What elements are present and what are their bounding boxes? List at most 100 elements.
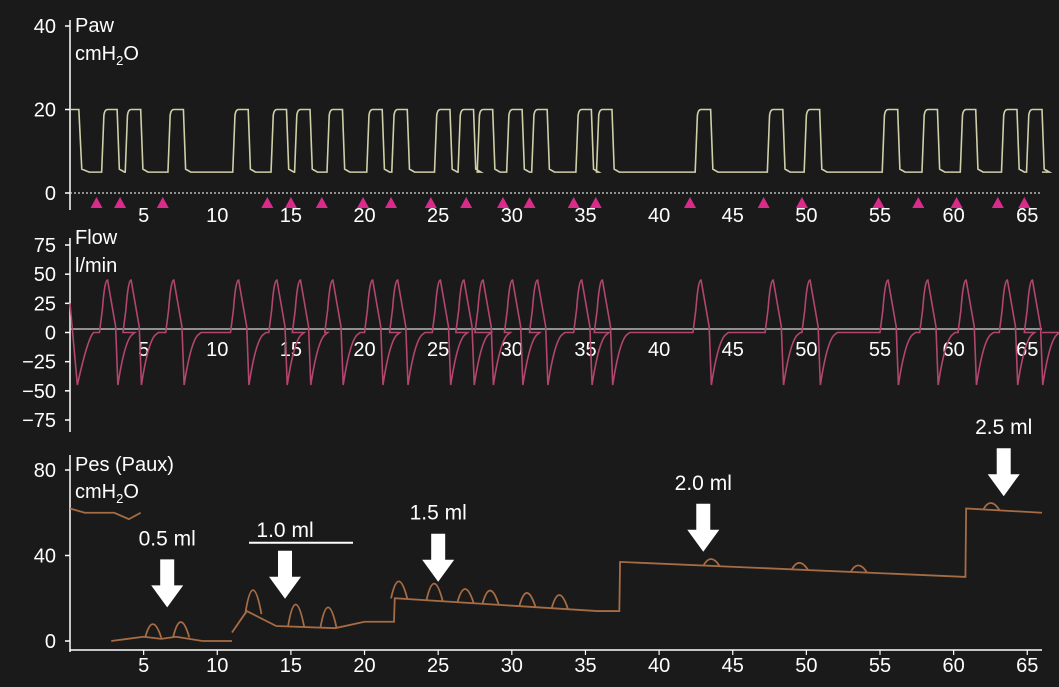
flow-x-tick-label: 25	[427, 339, 449, 361]
flow-y-tick-label: 25	[34, 293, 56, 315]
pes-oscillation	[481, 589, 500, 605]
pes-oscillation	[319, 606, 338, 629]
paw-y-tick-label: 20	[34, 100, 56, 122]
flow-label: Flow	[75, 227, 118, 249]
volume-label: 0.5 ml	[139, 527, 196, 550]
flow-y-tick-label: −75	[22, 410, 56, 432]
pes-unit-tail: O	[123, 481, 139, 503]
pes-trace	[69, 502, 1043, 642]
flow-x-tick-label: 45	[722, 339, 744, 361]
flow-y-tick-label: 75	[34, 235, 56, 257]
pes-oscillation	[790, 561, 809, 571]
trigger-marker	[156, 197, 169, 208]
pes-oscillation	[550, 594, 569, 609]
paw-label: Paw	[75, 15, 114, 37]
paw-x-tick-label: 60	[943, 205, 965, 227]
pes-oscillation	[287, 603, 306, 627]
paw-x-tick-label: 30	[501, 205, 523, 227]
trigger-marker	[684, 197, 697, 208]
flow-x-tick-label: 60	[943, 339, 965, 361]
paw-x-tick-label: 50	[795, 205, 817, 227]
paw-x-tick-label: 15	[280, 205, 302, 227]
trigger-marker	[385, 197, 398, 208]
volume-label: 2.0 ml	[675, 472, 732, 495]
down-arrow-icon	[422, 533, 455, 582]
pes-oscillation	[244, 589, 263, 615]
trigger-marker	[460, 197, 473, 208]
flow-x-tick-label: 55	[869, 339, 891, 361]
paw-x-tick-label: 55	[869, 205, 891, 227]
trigger-marker	[261, 197, 274, 208]
pes-y-tick-label: 0	[45, 631, 56, 653]
flow-x-tick-label: 30	[501, 339, 523, 361]
pes-x-tick-label: 50	[795, 655, 817, 677]
pes-x-tick-label: 20	[353, 655, 375, 677]
paw-x-tick-label: 5	[138, 205, 149, 227]
flow-y-tick-label: 0	[45, 323, 56, 345]
pes-oscillation	[456, 588, 475, 603]
trigger-marker	[284, 197, 297, 208]
flow-y-tick-label: −25	[22, 352, 56, 374]
pes-oscillation	[982, 502, 1001, 511]
trigger-marker	[757, 197, 770, 208]
pes-x-tick-label: 15	[280, 655, 302, 677]
pes-x-tick-label: 10	[206, 655, 228, 677]
pes-x-tick-label: 30	[501, 655, 523, 677]
trigger-marker	[1018, 197, 1031, 208]
flow-x-tick-label: 10	[206, 339, 228, 361]
trigger-marker	[357, 197, 370, 208]
trigger-marker	[950, 197, 963, 208]
volume-label: 1.5 ml	[410, 502, 467, 525]
pes-x-tick-label: 55	[869, 655, 891, 677]
trigger-marker	[991, 197, 1004, 208]
pes-label: Pes (Paux)	[75, 454, 174, 476]
flow-x-tick-label: 50	[795, 339, 817, 361]
pes-oscillation	[425, 582, 444, 601]
trigger-marker	[114, 197, 127, 208]
pes-segment	[111, 635, 232, 642]
flow-trace	[69, 279, 1059, 386]
pes-unit-main: cmH	[75, 481, 116, 503]
pes-x-tick-label: 45	[722, 655, 744, 677]
paw-unit-tail: O	[123, 43, 139, 65]
pes-x-tick-label: 5	[138, 655, 149, 677]
trigger-marker	[795, 197, 808, 208]
down-arrow-icon	[687, 503, 720, 552]
pes-x-tick-label: 35	[574, 655, 596, 677]
pes-y-axis: 80 40 0	[34, 455, 71, 653]
paw-x-tick-label: 65	[1016, 205, 1038, 227]
flow-x-tick-label: 35	[574, 339, 596, 361]
pes-oscillation	[390, 580, 409, 599]
paw-y-tick-label: 40	[34, 16, 56, 38]
pes-segment	[69, 507, 142, 521]
flow-x-tick-label: 5	[138, 339, 149, 361]
pes-oscillation	[172, 621, 191, 638]
pes-y-tick-label: 40	[34, 546, 56, 568]
flow-x-tick-label: 40	[648, 339, 670, 361]
flow-unit: l/min	[75, 255, 117, 277]
pes-x-tick-label: 40	[648, 655, 670, 677]
paw-x-tick-label: 45	[722, 205, 744, 227]
flow-y-tick-label: 50	[34, 264, 56, 286]
pes-y-tick-label: 80	[34, 460, 56, 482]
flow-x-tick-label: 15	[280, 339, 302, 361]
flow-x-tick-label: 65	[1016, 339, 1038, 361]
down-arrow-icon	[151, 559, 184, 608]
pes-oscillation	[849, 564, 868, 573]
paw-unit: cmH2O	[75, 43, 139, 68]
pes-unit: cmH2O	[75, 481, 139, 506]
paw-trace	[70, 108, 1053, 173]
paw-x-tick-label: 35	[574, 205, 596, 227]
trigger-marker	[589, 197, 602, 208]
down-arrow-icon	[987, 448, 1020, 497]
paw-x-tick-label: 10	[206, 205, 228, 227]
trigger-marker	[424, 197, 437, 208]
volume-label: 1.0 ml	[256, 519, 313, 542]
